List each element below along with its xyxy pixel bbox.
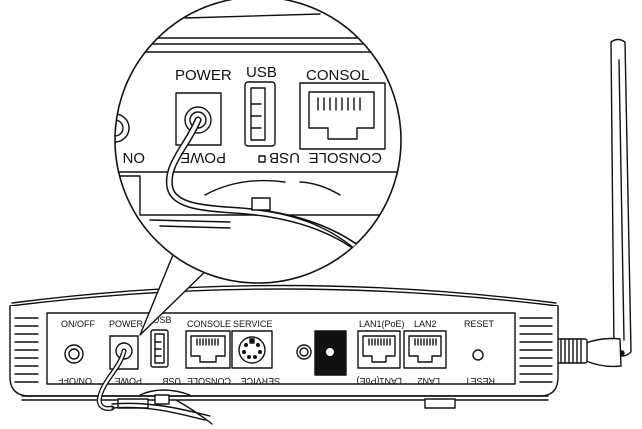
- mirrored-label-usb: USB: [162, 376, 181, 386]
- label-reset: RESET: [464, 319, 495, 329]
- zoom-label-usb: USB: [246, 64, 277, 81]
- antenna-icon: [556, 38, 632, 368]
- right-vents: [519, 317, 553, 383]
- zoom-cable-clip: [204, 179, 341, 211]
- zoom-usb-port: [244, 81, 276, 147]
- zoom-callout: POWER USB CONSOL ON POWE USB CONSOLE: [114, 0, 402, 336]
- on-off-switch: [64, 344, 84, 364]
- mirrored-label-console: CONSOLE: [187, 376, 231, 386]
- zoom-mirrored-label-console: CONSOLE: [309, 149, 382, 166]
- label-lan1: LAN1(PoE): [359, 319, 405, 329]
- mirrored-label-reset: RESET: [464, 376, 495, 386]
- label-service: SERVICE: [233, 319, 272, 329]
- left-vents: [14, 317, 39, 383]
- mirrored-label-service: SERVICE: [241, 376, 280, 386]
- label-usb: USB: [153, 315, 172, 325]
- label-console: CONSOLE: [187, 319, 231, 329]
- antenna-connector: [556, 338, 588, 364]
- mirrored-label-power: POWE: [114, 376, 142, 386]
- zoom-label-console: CONSOL: [306, 67, 369, 84]
- service-port-icon: [231, 330, 273, 369]
- zoom-label-power: POWER: [175, 67, 232, 84]
- usb-port-icon: [150, 329, 169, 368]
- rear-panel: ON/OFF POWER USB CONSOLE SERVICE LAN1(Po…: [46, 312, 516, 425]
- label-power: POWER: [109, 319, 144, 329]
- reset-button-icon: [472, 349, 484, 361]
- mirrored-label-on-off: ON/OFF: [58, 376, 92, 386]
- label-lan2: LAN2: [414, 319, 437, 329]
- mirrored-label-lan1: LAN1(PoE): [356, 376, 402, 386]
- zoom-mirrored-label-power: POWE: [180, 149, 226, 166]
- cable-clip: [139, 389, 213, 425]
- zoom-mirrored-label-on: ON: [123, 149, 146, 166]
- label-on-off: ON/OFF: [61, 319, 95, 329]
- console-port: [185, 330, 231, 369]
- mirrored-label-lan2: LAN2: [417, 376, 440, 386]
- rj45-port-icon: [357, 330, 401, 369]
- power-cable-icon: [96, 348, 211, 421]
- zoom-console-port: [299, 82, 386, 150]
- aux-jack: [296, 344, 312, 360]
- lan2-port: [403, 330, 447, 369]
- zoom-mirrored-label-usb: USB: [269, 149, 300, 166]
